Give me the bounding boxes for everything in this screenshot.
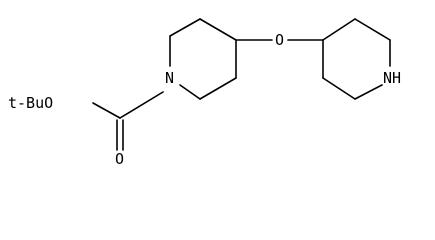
ring2-bond-c4-c3: [322, 18, 356, 41]
bond-carbonyl-n: [119, 91, 164, 119]
ether-oxygen-label: O: [275, 31, 284, 49]
ring2-nh-label: NH: [383, 69, 401, 87]
piperidine-ring-1: [169, 18, 237, 100]
ring1-bond-c6-n: [179, 84, 201, 100]
ring2-bond-c3-c2: [354, 18, 391, 41]
carbonyl-oxygen-label: O: [115, 150, 124, 168]
atom-labels: t-BuO O N O NH: [8, 31, 401, 168]
piperidine-ring-2: [322, 18, 391, 100]
ring2-bond-nh-c6: [354, 84, 383, 100]
ring2-bond-c6-c5: [322, 77, 356, 100]
ring1-nitrogen-label: N: [165, 69, 174, 87]
ring1-bond-c5-c6: [199, 77, 237, 100]
ring1-bond-c2-c3: [169, 18, 201, 37]
bond-tbuo-carbonyl: [92, 102, 121, 119]
molecule-structure: t-BuO O N O NH: [8, 18, 401, 168]
tbuo-label: t-BuO: [8, 94, 53, 112]
boc-group: [92, 91, 164, 151]
ring1-bond-c3-c4: [199, 18, 237, 41]
